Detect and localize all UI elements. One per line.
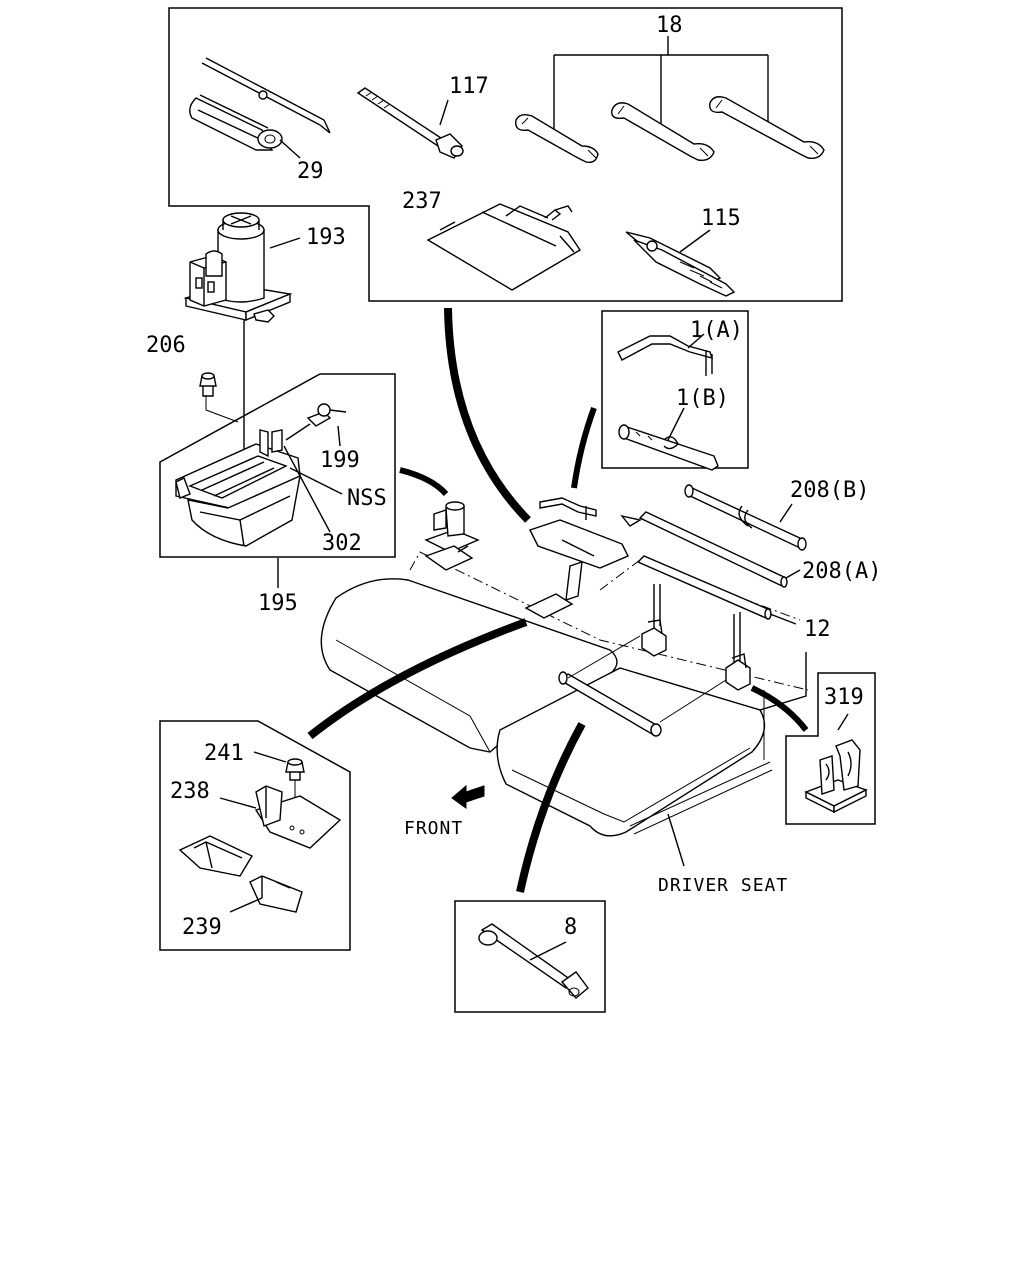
wheel-brace-29 bbox=[189, 57, 331, 159]
label-239: 239 bbox=[182, 915, 222, 940]
tool-bag-237 bbox=[426, 203, 581, 291]
leader-302 bbox=[283, 445, 331, 533]
label-302: 302 bbox=[322, 531, 362, 556]
bar-208b bbox=[684, 484, 807, 551]
label-237: 237 bbox=[402, 189, 442, 214]
label-199: 199 bbox=[320, 448, 360, 473]
label-241: 241 bbox=[204, 741, 244, 766]
jack-tray bbox=[175, 403, 347, 547]
label-206: 206 bbox=[146, 333, 186, 358]
jack-193 bbox=[183, 212, 301, 480]
label-195: 195 bbox=[258, 591, 298, 616]
tool-kit-box bbox=[168, 7, 843, 302]
tool-bag-on-seat bbox=[529, 519, 629, 569]
label-117: 117 bbox=[449, 74, 489, 99]
label-nss: NSS bbox=[347, 486, 387, 511]
label-29: 29 bbox=[297, 159, 324, 184]
label-238: 238 bbox=[170, 779, 210, 804]
seat-clip-left bbox=[641, 584, 667, 657]
bar-208a bbox=[620, 511, 801, 588]
label-8: 8 bbox=[564, 915, 577, 940]
label-front: FRONT bbox=[404, 818, 463, 839]
label-208a: 208(A) bbox=[802, 559, 881, 584]
label-1a: 1(A) bbox=[690, 318, 743, 343]
seat-assembly bbox=[320, 551, 809, 837]
label-208b: 208(B) bbox=[790, 478, 869, 503]
seat-clip-right bbox=[725, 612, 751, 691]
jack-bracket-box-195 bbox=[159, 373, 396, 588]
clip-box-319 bbox=[785, 672, 876, 825]
lug-wrench-box-8 bbox=[454, 900, 606, 1013]
label-18: 18 bbox=[656, 13, 683, 38]
lug-wrench-on-seat bbox=[558, 635, 727, 737]
jack-mount-seat bbox=[424, 501, 480, 571]
label-193: 193 bbox=[306, 225, 346, 250]
bolt-206 bbox=[199, 372, 239, 423]
label-driver-seat: DRIVER SEAT bbox=[658, 875, 788, 896]
leader-driver-seat bbox=[667, 813, 685, 867]
label-319: 319 bbox=[824, 685, 864, 710]
front-arrow-icon bbox=[451, 784, 485, 809]
extension-bar-117 bbox=[356, 87, 464, 159]
seat-bracket bbox=[524, 560, 583, 619]
handle-on-seat bbox=[539, 497, 597, 520]
wrench-set-18 bbox=[515, 36, 825, 164]
bar-12 bbox=[636, 555, 797, 625]
label-1b: 1(B) bbox=[676, 386, 729, 411]
pliers-115 bbox=[625, 229, 736, 297]
pointer-arrows bbox=[307, 307, 809, 893]
leader-199 bbox=[337, 425, 341, 447]
handle-box bbox=[601, 310, 749, 471]
label-12: 12 bbox=[804, 617, 831, 642]
label-115: 115 bbox=[701, 206, 741, 231]
bracket-box bbox=[159, 720, 351, 951]
